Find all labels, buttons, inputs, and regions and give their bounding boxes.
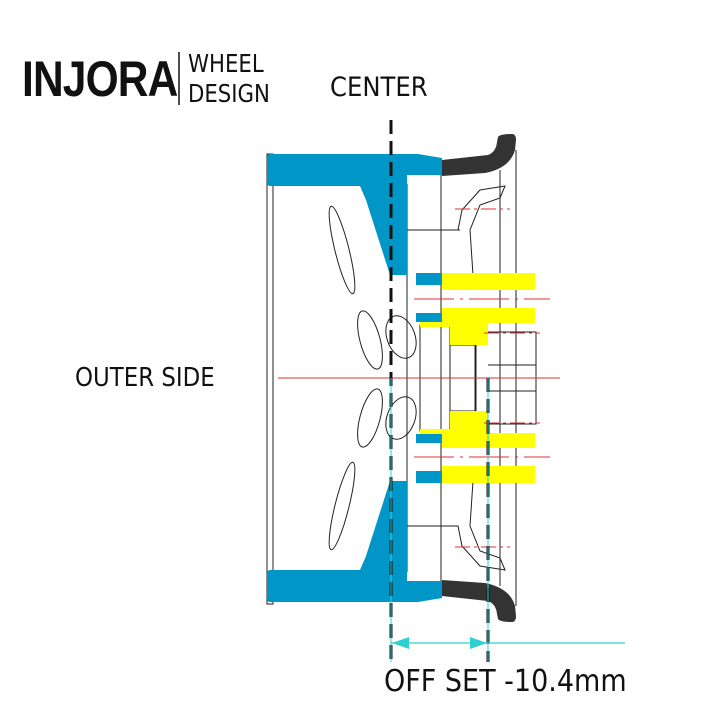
beadlock-ring (442, 134, 516, 622)
brand-logo: INJORA (22, 51, 178, 107)
offset-dimension-arrow (391, 637, 625, 649)
hex-adapter-yellow (420, 273, 535, 483)
center-label: CENTER (330, 72, 428, 103)
offset-label: OFF SET -10.4mm (384, 664, 627, 699)
brand-subtitle-line1: WHEEL (188, 49, 264, 78)
brand-subtitle-line2: DESIGN (188, 79, 270, 108)
wheel-hub-blue (267, 154, 442, 602)
outer-side-label: OUTER SIDE (75, 363, 215, 393)
red-centerlines (278, 208, 560, 548)
